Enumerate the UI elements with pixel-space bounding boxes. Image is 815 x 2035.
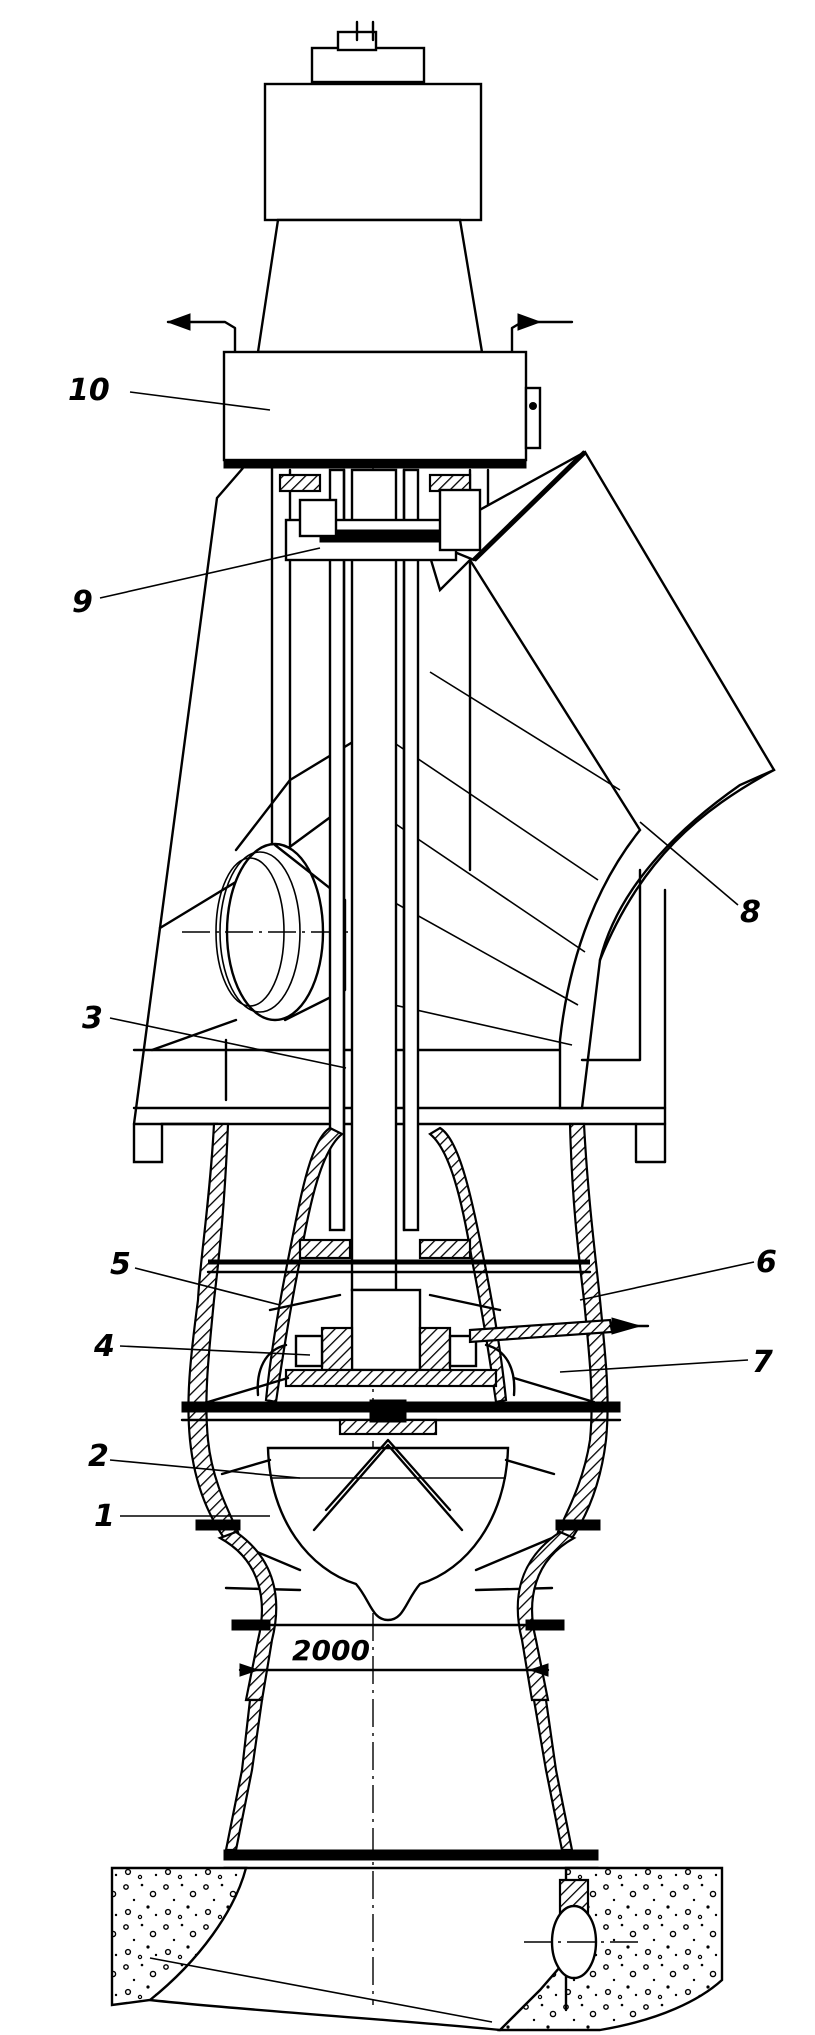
callout-5: 5 — [110, 1247, 131, 1282]
callout-4: 4 — [93, 1329, 115, 1364]
leader-3 — [109, 1017, 347, 1069]
pump-hub — [256, 1288, 650, 1397]
suction-pipe — [222, 1698, 600, 1870]
motor-housing — [263, 82, 483, 222]
callout-7: 7 — [752, 1345, 773, 1380]
dimension-2000: 2000 — [238, 1634, 550, 1677]
leader-7 — [559, 1359, 749, 1373]
callout-3: 3 — [82, 1001, 103, 1036]
impeller — [220, 1399, 556, 1622]
motor-support-block — [222, 350, 528, 462]
upper-bearing — [278, 473, 482, 562]
callout-1: 1 — [94, 1499, 115, 1534]
concrete-foundation — [110, 1866, 724, 2032]
callout-6: 6 — [756, 1245, 777, 1280]
leader-2 — [109, 1459, 301, 1479]
cooling-pipes — [166, 313, 574, 354]
leader-6 — [579, 1261, 755, 1301]
support-flange — [223, 459, 527, 469]
dimension-label: 2000 — [292, 1634, 370, 1667]
leader-4 — [119, 1345, 311, 1356]
foundation-left — [110, 1866, 248, 2007]
motor-top-plate — [310, 46, 426, 84]
callout-10: 10 — [68, 373, 110, 408]
motor-stand-cone — [256, 218, 484, 354]
outer-casing — [132, 466, 667, 1164]
outflow-arrow-icon — [166, 313, 191, 331]
foundation-right — [497, 1866, 724, 2032]
leader-5 — [134, 1267, 281, 1306]
leader-8 — [639, 821, 739, 906]
callout-labels: 10 9 8 3 5 6 4 7 2 1 — [68, 373, 777, 1534]
callout-9: 9 — [72, 585, 93, 620]
callout-8: 8 — [740, 895, 761, 930]
leader-10 — [129, 391, 271, 411]
side-inlet — [182, 738, 372, 1022]
shaft-body — [350, 468, 398, 1292]
inflow-arrow-icon — [517, 313, 542, 331]
motor — [256, 20, 484, 354]
impeller-hub — [266, 1446, 510, 1622]
leader-foundation — [149, 1957, 493, 2023]
pump-shaft — [328, 468, 420, 1292]
leader-9 — [99, 547, 321, 599]
callout-2: 2 — [88, 1439, 109, 1474]
upper-diaphragm — [206, 1238, 592, 1312]
leader-lines — [99, 391, 755, 2023]
